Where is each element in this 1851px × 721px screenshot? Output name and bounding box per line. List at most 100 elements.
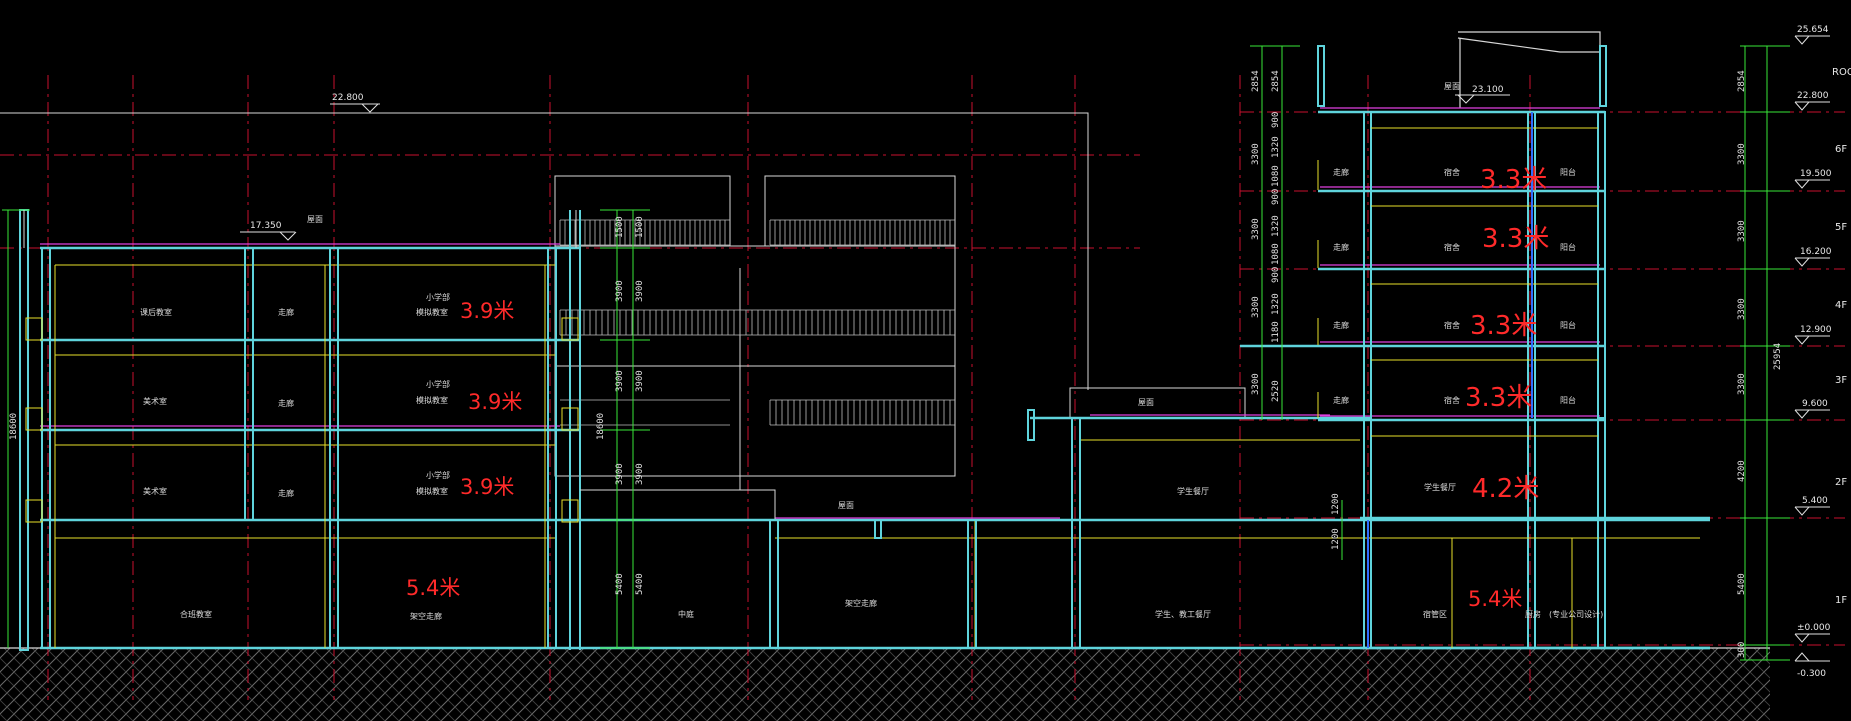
floor-label-2f: 2F [1835,477,1847,488]
dim-r-2f: 4200 [1737,460,1747,482]
room-d-4f-2: 宿舍 [1444,320,1460,330]
room-d-1f-2: 厨房 [1525,609,1541,619]
room-a-low-corr: 走廊 [278,488,294,498]
dim-mid-top-b: 1500 [635,216,645,238]
elev-scale-4f: 12.900 [1800,325,1832,335]
room-d-3f-2: 宿舍 [1444,395,1460,405]
dormitory-tower [1240,31,1710,650]
dim-d-4f-b3: 1180 [1271,321,1281,343]
room-a-top-left: 课后教室 [140,307,172,317]
room-a-top-right-1: 小学部 [426,292,450,302]
dim-d-6f-a: 3300 [1251,143,1261,165]
elev-scale-roof: 22.800 [1797,91,1829,101]
room-a-low-right-2: 模拟教室 [416,486,448,496]
height-left-ground: 5.4米 [406,576,460,600]
room-d-2f: 学生餐厅 [1424,482,1456,492]
dim-r-top: 2854 [1737,70,1747,92]
dim-r-3f: 3300 [1737,373,1747,395]
dim-d-3f-b1: 2520 [1271,380,1281,402]
height-left-middle: 3.9米 [468,390,522,414]
elev-left-roof: 22.800 [332,93,364,103]
elev-scale-3f: 9.600 [1802,399,1828,409]
dim-d-5f-b2: 1320 [1271,215,1281,237]
dim-mid-f1-a: 3900 [615,463,625,485]
room-d-5f-3: 阳台 [1560,242,1576,252]
dim-d-4f-a: 3300 [1251,296,1261,318]
height-left-lower: 3.9米 [460,475,514,499]
room-hall-roof-tag: 屋面 [1138,398,1154,407]
elev-right-roof: 23.100 [1472,85,1504,95]
room-hall-lower: 学生、教工餐厅 [1155,609,1211,619]
dim-d-4f-b1: 900 [1271,267,1281,283]
room-d-6f-1: 走廊 [1333,167,1349,177]
room-d-4f-3: 阳台 [1560,320,1576,330]
floor-label-3f: 3F [1835,375,1847,386]
elev-left-parapet: 17.350 [250,221,282,231]
dim-d-top-a: 2854 [1251,70,1261,92]
dim-d-5f-b1: 900 [1271,189,1281,205]
back-outline [0,112,1089,390]
room-d-roof-tag: 屋面 [1444,82,1460,91]
dim-d-1f-b: 1200 [1331,528,1341,550]
middle-block [580,209,1080,650]
left-block [2,209,581,651]
balcony-rails [559,219,955,426]
room-hall-upper: 学生餐厅 [1177,486,1209,496]
dim-r-total: 25954 [1773,343,1783,370]
height-right-6f: 3.3米 [1480,165,1547,195]
room-d-6f-3: 阳台 [1560,167,1576,177]
height-right-5f: 3.3米 [1482,224,1549,254]
room-d-1f-3: (专业公司设计) [1549,609,1603,619]
room-a-low-left: 美术室 [143,486,167,496]
elev-scale-ground: -0.300 [1797,669,1826,679]
dim-mid-f3-a: 3900 [615,280,625,302]
room-d-6f-2: 宿舍 [1444,167,1460,177]
dim-r-5f: 3300 [1737,220,1747,242]
dim-r-1f: 5400 [1737,573,1747,595]
room-a-mid-corr: 走廊 [278,398,294,408]
room-mid-ground-2: 架空走廊 [845,598,877,608]
floor-label-6f: 6F [1835,144,1847,155]
room-d-5f-2: 宿舍 [1444,242,1460,252]
level-markers [240,35,1830,662]
height-left-upper: 3.9米 [460,299,514,323]
height-right-2f: 4.2米 [1472,474,1539,504]
room-d-1f-1: 宿管区 [1423,609,1447,619]
dim-left-total: 18600 [9,413,19,440]
height-right-ground: 5.4米 [1468,587,1522,611]
axis-grid-vertical [47,75,1531,700]
dim-mid-f3-b: 3900 [635,280,645,302]
room-a-mid-right-2: 模拟教室 [416,395,448,405]
dim-d-6f-b3: 1080 [1271,165,1281,187]
elev-scale-top: 25.654 [1797,25,1829,35]
elev-scale-1f: ±0.000 [1797,623,1831,633]
dim-r-4f: 3300 [1737,298,1747,320]
dim-mid-f2-b: 3900 [635,370,645,392]
room-a-top-corr: 走廊 [278,307,294,317]
dim-mid-f1-b: 3900 [635,463,645,485]
dim-mid-top-a: 1500 [615,216,625,238]
dim-d-4f-b2: 1320 [1271,293,1281,315]
room-a-top-right-2: 模拟教室 [416,307,448,317]
room-d-5f-1: 走廊 [1333,242,1349,252]
floor-label-4f: 4F [1835,300,1847,311]
elev-scale-6f: 19.500 [1800,169,1832,179]
level-scale [1740,45,1790,661]
dim-r-6f: 3300 [1737,143,1747,165]
room-mid-roof-tag: 屋面 [838,501,854,510]
room-a-mid-right-1: 小学部 [426,379,450,389]
dim-d-top-b: 2854 [1271,70,1281,92]
dim-mid-total: 18600 [596,413,606,440]
dim-d-6f-b1: 900 [1271,112,1281,128]
dim-d-3f-a: 3300 [1251,373,1261,395]
room-d-3f-3: 阳台 [1560,395,1576,405]
dim-mid-f2-a: 3900 [615,370,625,392]
room-a-ground-left: 合班教室 [180,609,212,619]
room-d-4f-1: 走廊 [1333,320,1349,330]
height-right-3f: 3.3米 [1465,383,1532,413]
dim-d-5f-a: 3300 [1251,218,1261,240]
elev-scale-2f: 5.400 [1802,496,1828,506]
room-a-ground-right: 架空走廊 [410,611,442,621]
floor-label-roof: ROOF [1832,67,1851,78]
